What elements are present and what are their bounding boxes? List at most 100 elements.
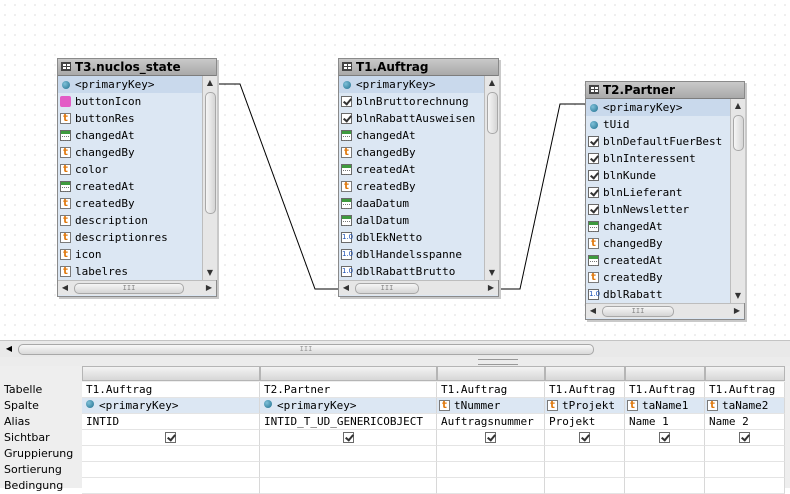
condition-cell[interactable] <box>437 478 545 494</box>
scrollbar-thumb[interactable] <box>733 115 744 151</box>
scroll-down-icon[interactable]: ▼ <box>488 268 496 277</box>
field-row[interactable]: buttonIcon <box>58 93 202 110</box>
condition-cell[interactable] <box>545 478 625 494</box>
condition-cell[interactable] <box>705 478 785 494</box>
scroll-left-icon[interactable]: ◀ <box>589 306 597 315</box>
scroll-up-icon[interactable]: ▲ <box>206 78 214 87</box>
scrollbar-thumb[interactable]: III <box>74 283 184 294</box>
scrollbar-thumb[interactable] <box>487 92 498 134</box>
alias-cell[interactable]: INTID_T_UD_GENERICOBJECT <box>260 414 437 430</box>
grouping-cell[interactable] <box>705 446 785 462</box>
horizontal-scrollbar[interactable]: ◀ III ▶ <box>58 280 216 295</box>
visible-checkbox[interactable] <box>579 431 590 443</box>
scroll-down-icon[interactable]: ▼ <box>734 291 742 300</box>
scroll-left-icon[interactable]: ◀ <box>5 344 13 353</box>
field-row[interactable]: tUid <box>586 116 730 133</box>
visible-checkbox[interactable] <box>342 431 354 443</box>
grid-column-header[interactable] <box>545 366 625 381</box>
visible-cell[interactable] <box>625 430 705 446</box>
field-row[interactable]: changedAt <box>586 218 730 235</box>
grouping-cell[interactable] <box>260 446 437 462</box>
condition-cell[interactable] <box>82 478 260 494</box>
field-row[interactable]: blnBruttorechnung <box>339 93 484 110</box>
field-row[interactable]: blnInteressent <box>586 150 730 167</box>
relation-line-auftrag-partner[interactable] <box>497 103 585 290</box>
table-cell[interactable]: T1.Auftrag <box>82 382 260 398</box>
sorting-cell[interactable] <box>82 462 260 478</box>
entity-table-title[interactable]: T3.nuclos_state <box>58 59 216 76</box>
scroll-right-icon[interactable]: ▶ <box>487 283 495 292</box>
grid-column[interactable]: T1.Auftrag<primaryKey>INTID <box>82 366 260 494</box>
sorting-cell[interactable] <box>260 462 437 478</box>
visible-checkbox[interactable] <box>485 431 496 443</box>
sorting-cell[interactable] <box>705 462 785 478</box>
grouping-cell[interactable] <box>82 446 260 462</box>
grid-column-header[interactable] <box>437 366 545 381</box>
scroll-down-icon[interactable]: ▼ <box>206 268 214 277</box>
scrollbar-thumb[interactable]: III <box>602 306 674 317</box>
column-cell[interactable]: <primaryKey> <box>260 398 437 414</box>
visible-cell[interactable] <box>437 430 545 446</box>
field-row[interactable]: createdAt <box>58 178 202 195</box>
field-row[interactable]: dalDatum <box>339 212 484 229</box>
field-row[interactable]: blnRabattAusweisen <box>339 110 484 127</box>
field-row[interactable]: <primaryKey> <box>586 99 730 116</box>
visible-checkbox[interactable] <box>739 431 750 443</box>
field-row[interactable]: daaDatum <box>339 195 484 212</box>
visible-cell[interactable] <box>82 430 260 446</box>
table-cell[interactable]: T1.Auftrag <box>545 382 625 398</box>
horizontal-scrollbar[interactable]: ◀ III ▶ <box>586 303 744 318</box>
visible-cell[interactable] <box>545 430 625 446</box>
scroll-left-icon[interactable]: ◀ <box>61 283 69 292</box>
scroll-left-icon[interactable]: ◀ <box>342 283 350 292</box>
splitter-grip[interactable] <box>478 359 518 365</box>
scrollbar-thumb[interactable]: III <box>355 283 419 294</box>
relation-line-state-auftrag[interactable] <box>215 83 338 290</box>
sorting-cell[interactable] <box>545 462 625 478</box>
field-row[interactable]: blnDefaultFuerBest <box>586 133 730 150</box>
scroll-up-icon[interactable]: ▲ <box>734 101 742 110</box>
scrollbar-thumb[interactable] <box>205 92 216 214</box>
entity-table-auftrag[interactable]: T1.Auftrag <primaryKey>blnBruttorechnung… <box>338 58 499 297</box>
split-pane-divider[interactable] <box>0 357 790 366</box>
alias-cell[interactable]: Name 1 <box>625 414 705 430</box>
field-row[interactable]: createdAt <box>339 161 484 178</box>
alias-cell[interactable]: Auftragsnummer <box>437 414 545 430</box>
field-row[interactable]: createdAt <box>586 252 730 269</box>
grouping-cell[interactable] <box>437 446 545 462</box>
table-cell[interactable]: T1.Auftrag <box>437 382 545 398</box>
scrollbar-thumb[interactable]: III <box>18 344 594 355</box>
column-cell[interactable]: <primaryKey> <box>82 398 260 414</box>
grid-column-header[interactable] <box>82 366 260 381</box>
alias-cell[interactable]: Projekt <box>545 414 625 430</box>
grid-column-header[interactable] <box>705 366 785 381</box>
condition-cell[interactable] <box>260 478 437 494</box>
scroll-right-icon[interactable]: ▶ <box>205 283 213 292</box>
entity-table-title[interactable]: T1.Auftrag <box>339 59 498 76</box>
